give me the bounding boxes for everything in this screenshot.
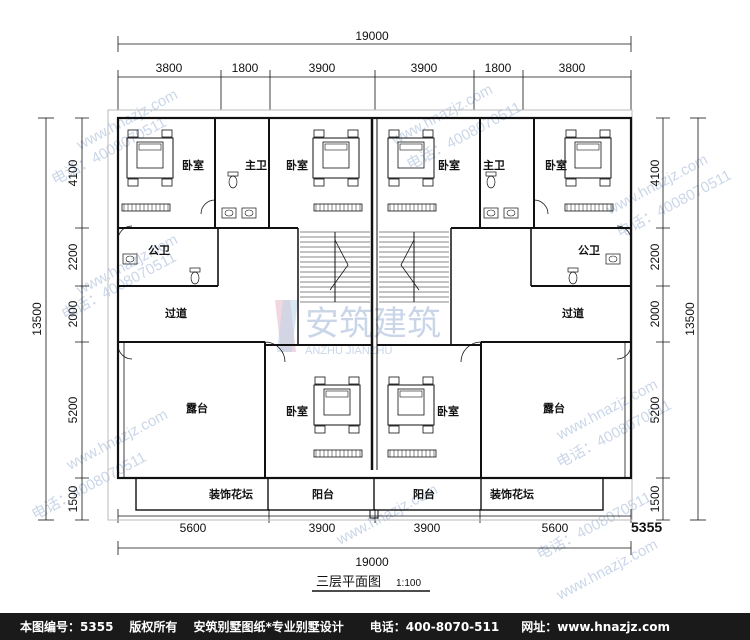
- room-label-public-bath-2: 公卫: [578, 244, 600, 257]
- dim-top-segment-3: 3900: [309, 61, 336, 75]
- room-label-master-bath-1: 主卫: [245, 158, 267, 172]
- bed-icon: [564, 129, 612, 187]
- room-label-bedroom-6: 卧室: [437, 404, 459, 418]
- dim-right-segment-5: 1500: [648, 485, 662, 512]
- bed-icon: [126, 129, 174, 187]
- footer-plan-no: 5355: [80, 619, 114, 634]
- dim-left-segment-3: 2000: [66, 300, 80, 327]
- wardrobe-icon: [387, 449, 437, 458]
- bed-icon: [312, 129, 360, 187]
- room-label-balcony-2: 阳台: [413, 487, 435, 501]
- sink-icon: [503, 207, 519, 219]
- wardrobe-icon: [121, 203, 171, 212]
- room-label-bedroom-3: 卧室: [438, 158, 460, 172]
- watermark-logo-icon: [275, 300, 298, 352]
- dim-top-segment-2: 1800: [232, 61, 259, 75]
- room-label-bedroom-4: 卧室: [545, 158, 567, 172]
- bed-icon: [387, 376, 435, 434]
- room-label-bedroom-5: 卧室: [286, 404, 308, 418]
- dim-right-segment-2: 2200: [648, 243, 662, 270]
- dim-top-total: 19000: [355, 29, 389, 43]
- stairwell: [300, 231, 449, 303]
- room-label-terrace-2: 露台: [543, 401, 565, 415]
- room-label-public-bath-1: 公卫: [148, 244, 170, 257]
- sink-icon: [483, 207, 499, 219]
- room-label-planter-1: 装饰花坛: [208, 487, 253, 501]
- dim-bottom-segment-2: 3900: [309, 521, 336, 535]
- dim-right-segment-3: 2000: [648, 300, 662, 327]
- room-label-balcony-1: 阳台: [312, 487, 334, 501]
- dimension-lines: [38, 36, 706, 555]
- room-label-terrace-1: 露台: [186, 401, 208, 415]
- footer-phone: 400-8070-511: [405, 619, 500, 634]
- sink-icon: [221, 207, 237, 219]
- plan-number-stamp: 5355: [631, 519, 663, 535]
- footer-plan-no-label: 本图编号：: [20, 620, 81, 634]
- dim-left-segment-1: 4100: [66, 159, 80, 186]
- dim-top-segment-6: 3800: [559, 61, 586, 75]
- toilet-icon: [227, 171, 239, 189]
- footer-site-label: 网址：: [521, 620, 558, 634]
- sink-icon: [241, 207, 257, 219]
- dim-top-segment-5: 1800: [485, 61, 512, 75]
- room-label-bedroom-2: 卧室: [286, 158, 308, 172]
- dim-bottom-total: 19000: [355, 555, 389, 569]
- dim-right-total: 13500: [683, 302, 697, 336]
- watermark-en: ANZHU JIANZHU: [305, 345, 392, 357]
- toilet-icon: [485, 171, 497, 189]
- room-label-planter-2: 装饰花坛: [489, 487, 534, 501]
- footer-bar: 本图编号： 5355 版权所有 安筑别墅图纸*专业别墅设计 电话： 400-80…: [0, 613, 750, 640]
- dim-top-segment-1: 3800: [156, 61, 183, 75]
- dim-top-segment-4: 3900: [411, 61, 438, 75]
- footer-brand: 安筑别墅图纸*专业别墅设计: [193, 620, 344, 634]
- toilet-icon: [189, 267, 201, 285]
- dim-right-segment-1: 4100: [648, 159, 662, 186]
- room-label-bedroom-1: 卧室: [182, 158, 204, 172]
- dim-bottom-segment-4: 5600: [542, 521, 569, 535]
- footer-copyright: 版权所有: [129, 620, 178, 634]
- room-label-master-bath-2: 主卫: [483, 158, 505, 172]
- room-label-corridor-1: 过道: [165, 306, 187, 320]
- dim-left-segment-5: 1500: [66, 485, 80, 512]
- drawing-title: 三层平面图: [316, 575, 381, 590]
- sink-icon: [605, 253, 621, 265]
- footer-site: www.hnazjz.com: [557, 619, 670, 634]
- room-labels: 卧室 主卫 卧室 卧室 主卫 卧室 公卫 公卫 过道 过道 露台 露台 卧室 卧…: [148, 158, 600, 501]
- dim-right-segment-4: 5200: [648, 396, 662, 423]
- toilet-icon: [567, 267, 579, 285]
- wardrobe-icon: [313, 449, 363, 458]
- wardrobe-icon: [313, 203, 363, 212]
- dim-left-total: 13500: [30, 302, 44, 336]
- drawing-scale: 1:100: [396, 578, 421, 589]
- bed-icon: [313, 376, 361, 434]
- dim-bottom-segment-1: 5600: [180, 521, 207, 535]
- walls: [107, 109, 633, 521]
- dim-left-segment-4: 5200: [66, 396, 80, 423]
- drawing-title-block: 三层平面图 1:100: [312, 575, 430, 592]
- room-label-corridor-2: 过道: [562, 306, 584, 320]
- dim-left-segment-2: 2200: [66, 243, 80, 270]
- dim-bottom-segment-3: 3900: [414, 521, 441, 535]
- dimension-labels: 19000 3800 1800 3900 3900 1800 3800 5600…: [30, 29, 697, 569]
- footer-phone-label: 电话：: [369, 620, 406, 634]
- wardrobe-icon: [387, 203, 437, 212]
